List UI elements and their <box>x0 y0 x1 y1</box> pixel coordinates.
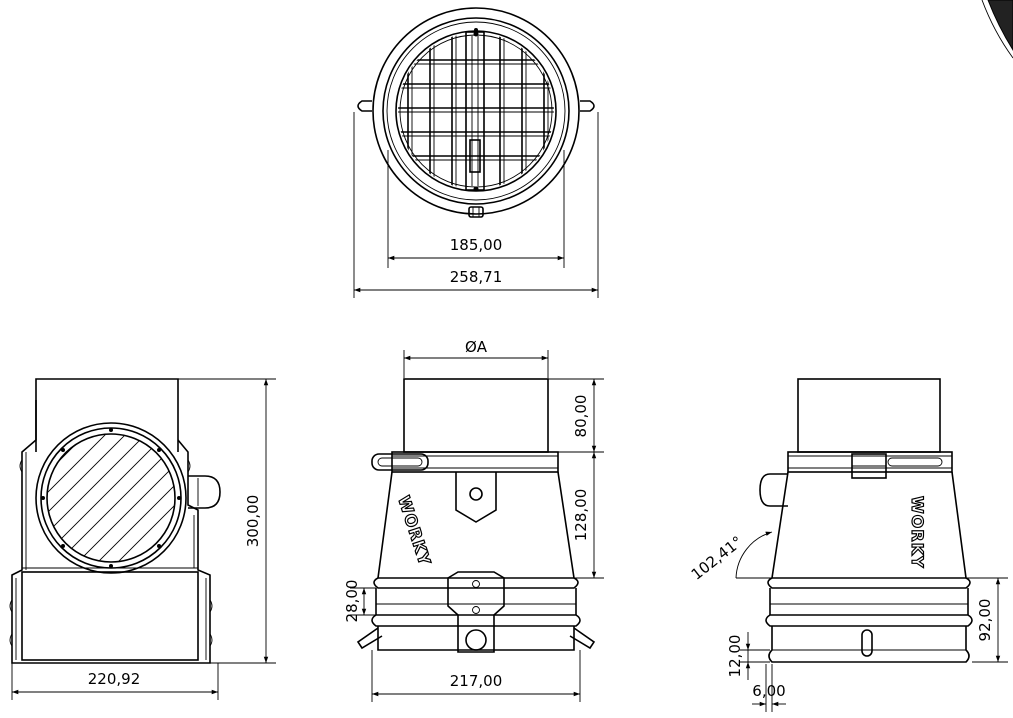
inner-width-dimension: 185,00 <box>450 236 503 254</box>
front-bottom-width-dimension: 217,00 <box>450 672 503 690</box>
diameter-label: ØA <box>465 338 488 356</box>
wall-thickness-dimension: 6,00 <box>752 682 785 700</box>
top-height-dimension: 80,00 <box>572 395 590 438</box>
ring-height-dimension: 28,00 <box>343 580 361 623</box>
outer-width-dimension: 258,71 <box>450 268 503 286</box>
worky-logo-side: WORKY <box>908 496 927 569</box>
corner-circle-fragment <box>981 0 1013 59</box>
top-view: 185,00 258,71 <box>353 7 599 298</box>
body-height-dimension: 128,00 <box>572 489 590 542</box>
angle-dimension: 102,41° <box>688 532 746 583</box>
step-height-dimension: 12,00 <box>726 635 744 678</box>
worky-logo: WORKY <box>394 493 434 568</box>
left-section-view: 300,00 220,92 <box>9 378 276 700</box>
left-bottom-width-dimension: 220,92 <box>88 670 141 688</box>
right-side-view: WORKY 102,41° 92,00 1 <box>688 378 1008 712</box>
front-view: WORKY ØA 80,00 <box>343 338 604 702</box>
right-lower-height-dimension: 92,00 <box>976 599 994 642</box>
total-height-dimension: 300,00 <box>244 495 262 548</box>
